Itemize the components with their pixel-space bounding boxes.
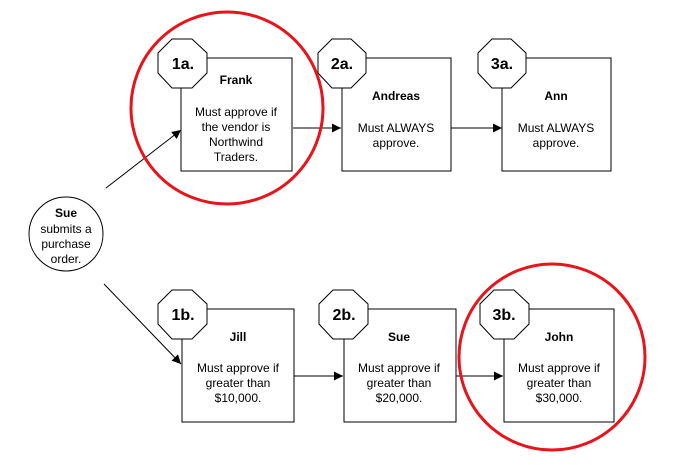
- step-3a: 3a. Ann Must ALWAYS approve.: [477, 38, 612, 172]
- approver-name: Ann: [544, 89, 567, 103]
- step-2a: 2a. Andreas Must ALWAYS approve.: [317, 38, 452, 172]
- start-node-line: purchase: [41, 237, 91, 251]
- approval-rule-line: greater than: [527, 376, 592, 390]
- step-badge: 3b.: [492, 307, 515, 324]
- stop-sign-icon: [318, 289, 369, 340]
- step-1a: 1a. Frank Must approve if the vendor is …: [157, 38, 293, 172]
- approval-rule-line: the vendor is: [202, 120, 271, 134]
- approver-name: Sue: [388, 330, 410, 344]
- edge-start-to-1a: [105, 129, 182, 189]
- approval-rule-line: Northwind: [209, 135, 263, 149]
- start-node-line: order.: [51, 252, 82, 266]
- stop-sign-icon: [477, 38, 527, 89]
- step-1b: 1b. Jill Must approve if greater than $1…: [157, 289, 295, 423]
- start-node: Sue submits a purchase order.: [28, 196, 104, 272]
- step-badge: 1b.: [171, 307, 194, 324]
- approval-rule-line: $20,000.: [376, 391, 423, 405]
- approval-rule-line: Must approve if: [195, 105, 278, 119]
- approval-rule-line: greater than: [367, 376, 432, 390]
- approver-name: John: [545, 330, 574, 344]
- approval-rule-line: Must ALWAYS: [518, 121, 594, 135]
- stop-sign-icon: [157, 289, 208, 340]
- approval-rule-line: Must ALWAYS: [358, 121, 434, 135]
- step-3b: 3b. John Must approve if greater than $3…: [479, 289, 615, 423]
- start-node-name: Sue: [55, 206, 77, 220]
- start-node-line: submits a: [40, 222, 92, 236]
- approval-rule-line: $10,000.: [215, 391, 262, 405]
- highlight-circle-3b: [457, 262, 647, 452]
- approval-rule-line: approve.: [533, 136, 580, 150]
- stop-sign-icon: [157, 38, 208, 89]
- approver-name: Frank: [220, 73, 253, 87]
- step-badge: 2a.: [331, 56, 353, 73]
- highlight-circle-1a: [129, 10, 325, 206]
- step-2b: 2b. Sue Must approve if greater than $20…: [318, 289, 457, 423]
- approval-rule-line: greater than: [206, 376, 271, 390]
- step-badge: 2b.: [332, 307, 355, 324]
- approval-rule-line: Must approve if: [358, 361, 441, 375]
- approval-rule-line: Must approve if: [197, 361, 280, 375]
- approval-rule-line: Must approve if: [518, 361, 601, 375]
- approver-name: Andreas: [372, 89, 420, 103]
- stop-sign-icon: [479, 289, 530, 340]
- approval-rule-line: approve.: [373, 136, 420, 150]
- step-badge: 1a.: [172, 56, 194, 73]
- approver-name: Jill: [230, 330, 247, 344]
- stop-sign-icon: [317, 38, 367, 89]
- approval-rule-line: Traders.: [214, 150, 258, 164]
- approval-rule-line: $30,000.: [536, 391, 583, 405]
- step-badge: 3a.: [491, 56, 513, 73]
- edge-start-to-1b: [103, 283, 182, 365]
